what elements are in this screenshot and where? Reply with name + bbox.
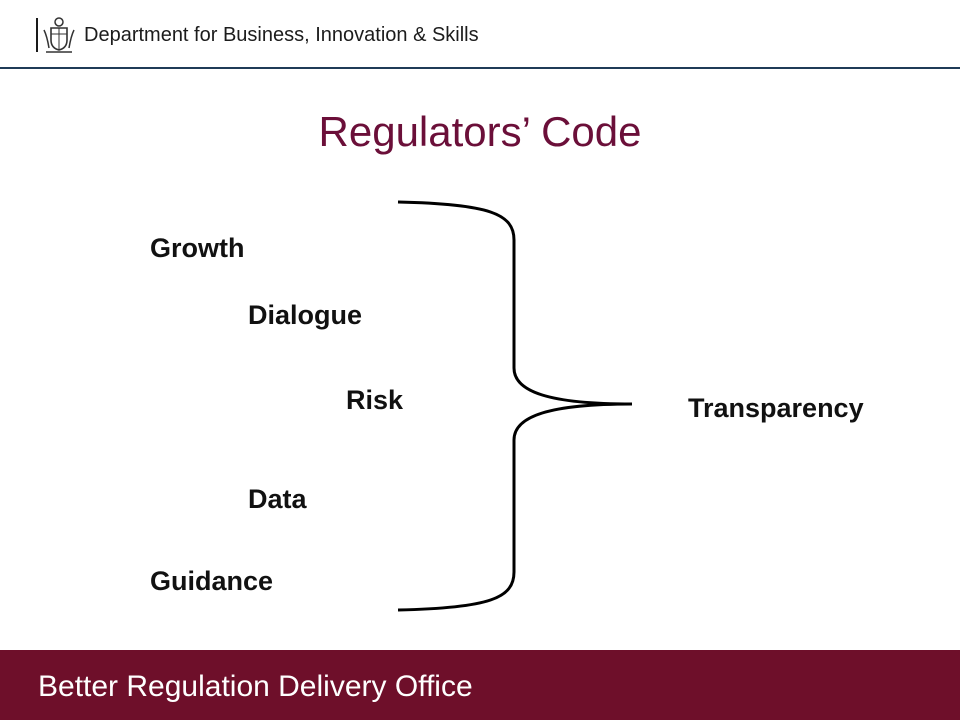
slide-header: Department for Business, Innovation & Sk… (0, 0, 960, 70)
header-divider (36, 18, 38, 52)
term-data: Data (248, 484, 307, 514)
header-rule (0, 67, 960, 69)
royal-crest-icon (43, 17, 75, 53)
term-transparency: Transparency (688, 393, 864, 423)
term-risk: Risk (346, 385, 404, 415)
term-growth: Growth (150, 233, 245, 263)
term-dialogue: Dialogue (248, 300, 363, 330)
department-name: Department for Business, Innovation & Sk… (84, 24, 479, 46)
term-guidance: Guidance (150, 566, 274, 596)
footer-text: Better Regulation Delivery Office (38, 670, 473, 703)
slide-title: Regulators’ Code (318, 108, 642, 155)
slide-footer: Better Regulation Delivery Office (0, 650, 960, 720)
